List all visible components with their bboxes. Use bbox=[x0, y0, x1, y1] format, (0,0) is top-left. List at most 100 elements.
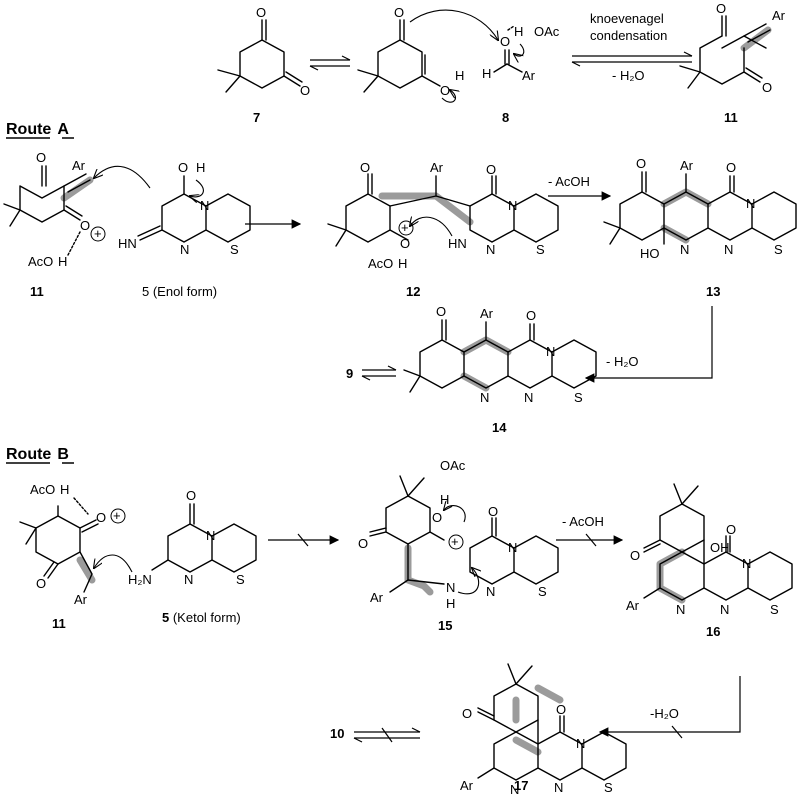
atom-n: N bbox=[720, 602, 729, 617]
atom-o: O bbox=[630, 548, 640, 563]
atom-o: O bbox=[556, 702, 566, 717]
compound-label-16: 16 bbox=[706, 624, 720, 639]
compound-13: O Ar O HO N N N S 13 bbox=[603, 156, 797, 299]
atom-h: H bbox=[398, 256, 407, 271]
atom-ho: HO bbox=[640, 246, 660, 261]
atom-oh: OH bbox=[710, 540, 730, 555]
atom-ar: Ar bbox=[72, 158, 86, 173]
atom-o: O bbox=[358, 536, 368, 551]
equilibrium-arrows bbox=[309, 55, 351, 71]
blocked-arrow bbox=[268, 533, 340, 547]
compound-17: O O Ar N N N S 17 bbox=[460, 663, 627, 794]
atom-o: O bbox=[394, 5, 404, 20]
compound-label-8: 8 bbox=[502, 110, 509, 125]
compound-14: O Ar O N N N S 14 bbox=[403, 304, 597, 435]
compound-15: OAc H O + O O Ar N H N N S 15 bbox=[358, 458, 559, 633]
atom-n: N bbox=[180, 242, 189, 257]
atom-n: N bbox=[510, 782, 519, 794]
compound-12: O Ar O O + AcO H HN N N S 12 bbox=[327, 160, 559, 299]
charge-plus: + bbox=[94, 226, 102, 241]
atom-n: N bbox=[486, 242, 495, 257]
atom-o: O bbox=[300, 83, 310, 98]
atom-s: S bbox=[538, 584, 547, 599]
compound-8: O H OAc H Ar 8 bbox=[482, 24, 560, 125]
atom-s: S bbox=[774, 242, 783, 257]
compound-label-5-form: (Ketol form) bbox=[169, 610, 241, 625]
atom-h: H bbox=[514, 24, 523, 39]
atom-o: O bbox=[178, 160, 188, 175]
condition-text: - AcOH bbox=[562, 514, 604, 529]
atom-n: N bbox=[676, 602, 685, 617]
atom-oac: OAc bbox=[440, 458, 466, 473]
route-a-heading: Route A bbox=[6, 121, 74, 139]
atom-o: O bbox=[400, 236, 410, 251]
compound-5-ketol: O H₂N N N S 5 (Ketol form) bbox=[128, 488, 257, 625]
compound-11-route-b: AcO H O + O Ar 11 bbox=[19, 482, 133, 631]
atom-s: S bbox=[770, 602, 779, 617]
atom-n: N bbox=[480, 390, 489, 405]
atom-n: N bbox=[742, 556, 751, 571]
atom-ar: Ar bbox=[680, 158, 694, 173]
atom-o: O bbox=[488, 504, 498, 519]
atom-s: S bbox=[236, 572, 245, 587]
atom-h2n: H₂N bbox=[128, 572, 152, 587]
atom-n: N bbox=[486, 584, 495, 599]
atom-o: O bbox=[716, 1, 726, 16]
condition-text: -H₂O bbox=[650, 706, 679, 721]
atom-ar: Ar bbox=[430, 160, 444, 175]
compound-7: O O 7 bbox=[217, 5, 310, 125]
atom-o: O bbox=[762, 80, 772, 95]
compound-16: O OH O Ar N N N S 16 bbox=[626, 483, 793, 639]
curly-arrow bbox=[94, 165, 151, 189]
atom-aco: AcO bbox=[28, 254, 53, 269]
compound-label-5: 5 (Enol form) bbox=[142, 284, 217, 299]
atom-n: N bbox=[546, 344, 555, 359]
atom-o: O bbox=[726, 522, 736, 537]
atom-o: O bbox=[186, 488, 196, 503]
atom-ar: Ar bbox=[772, 8, 786, 23]
compound-enol: O O H bbox=[357, 5, 498, 103]
compound-label-11: 11 bbox=[52, 616, 66, 631]
route-word: Route bbox=[6, 121, 51, 138]
atom-n: N bbox=[508, 198, 517, 213]
atom-h: H bbox=[440, 492, 449, 507]
compound-11: O O Ar 11 bbox=[679, 1, 786, 125]
charge-plus: + bbox=[113, 508, 121, 523]
atom-o: O bbox=[436, 304, 446, 319]
route-letter: A bbox=[57, 121, 69, 138]
atom-s: S bbox=[574, 390, 583, 405]
atom-o: O bbox=[432, 510, 442, 525]
compound-label-9: 9 bbox=[346, 366, 353, 381]
atom-n: N bbox=[206, 528, 215, 543]
atom-n: N bbox=[576, 736, 585, 751]
atom-o: O bbox=[726, 160, 736, 175]
equilibrium-10-17: 10 bbox=[330, 726, 421, 743]
atom-n: N bbox=[446, 580, 455, 595]
charge-plus: + bbox=[451, 534, 459, 549]
route-letter: B bbox=[57, 446, 69, 463]
atom-hn: HN bbox=[448, 236, 467, 251]
compound-label-13: 13 bbox=[706, 284, 720, 299]
step-13-14: - H₂O bbox=[584, 306, 713, 383]
atom-ar: Ar bbox=[480, 306, 494, 321]
compound-11-route-a: O O + Ar AcO H 11 bbox=[3, 150, 106, 299]
condition-text: condensation bbox=[590, 28, 667, 43]
atom-n: N bbox=[184, 572, 193, 587]
atom-o: O bbox=[486, 162, 496, 177]
atom-o: O bbox=[256, 5, 266, 20]
atom-n: N bbox=[554, 780, 563, 794]
atom-ar: Ar bbox=[626, 598, 640, 613]
compound-label-7: 7 bbox=[253, 110, 260, 125]
compound-label-10: 10 bbox=[330, 726, 344, 741]
atom-s: S bbox=[230, 242, 239, 257]
atom-h: H bbox=[60, 482, 69, 497]
atom-s: S bbox=[536, 242, 545, 257]
atom-h: H bbox=[58, 254, 67, 269]
condition-text: - AcOH bbox=[548, 174, 590, 189]
compound-5-enol: O H HN N N S 5 (Enol form) bbox=[118, 160, 251, 299]
atom-n: N bbox=[724, 242, 733, 257]
compound-label-5: 5 bbox=[162, 610, 169, 625]
